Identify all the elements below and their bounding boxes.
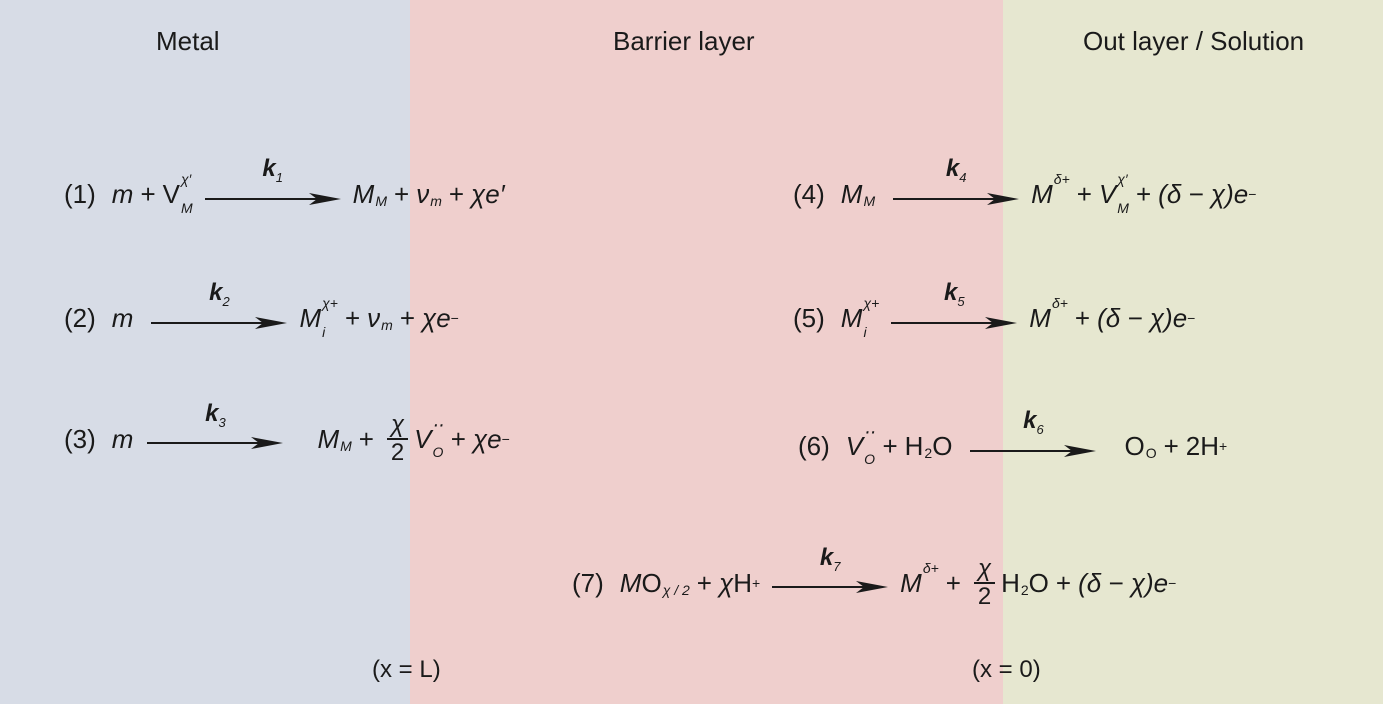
- right-arrow-icon: [204, 192, 341, 205]
- right-arrow-icon: [891, 316, 1018, 329]
- reaction-2-arrow: k2: [151, 280, 288, 329]
- reaction-2-number: (2): [64, 303, 96, 334]
- outer-layer-header: Out layer / Solution: [1083, 26, 1305, 56]
- reaction-3-arrow: k3: [147, 400, 284, 450]
- reaction-4-number: (4): [793, 179, 825, 210]
- reaction-3-number: (3): [64, 424, 96, 454]
- right-arrow-icon: [151, 316, 288, 329]
- reaction-7-number: (7): [572, 568, 604, 598]
- reaction-7-arrow: k7: [772, 544, 889, 594]
- right-arrow-icon: [772, 581, 889, 594]
- reaction-5-arrow: k5: [891, 280, 1018, 329]
- barrier-layer-region: [410, 0, 1003, 704]
- outer-layer-solution-region: [1003, 0, 1383, 704]
- reaction-6-number: (6): [798, 431, 830, 462]
- right-arrow-icon: [147, 437, 284, 450]
- right-arrow-icon: [970, 444, 1097, 457]
- reaction-6-arrow: k6: [970, 408, 1097, 457]
- boundary-x-equals-0: (x = 0): [972, 656, 1041, 683]
- reaction-1-number: (1): [64, 179, 96, 210]
- barrier-layer-header: Barrier layer: [613, 26, 755, 56]
- boundary-x-equals-L: (x = L): [372, 656, 441, 683]
- reaction-4-arrow: k4: [893, 156, 1020, 205]
- metal-region: [0, 0, 410, 704]
- reaction-5-number: (5): [793, 303, 825, 334]
- right-arrow-icon: [893, 192, 1020, 205]
- reaction-1-arrow: k1: [204, 156, 341, 205]
- metal-header: Metal: [156, 26, 220, 56]
